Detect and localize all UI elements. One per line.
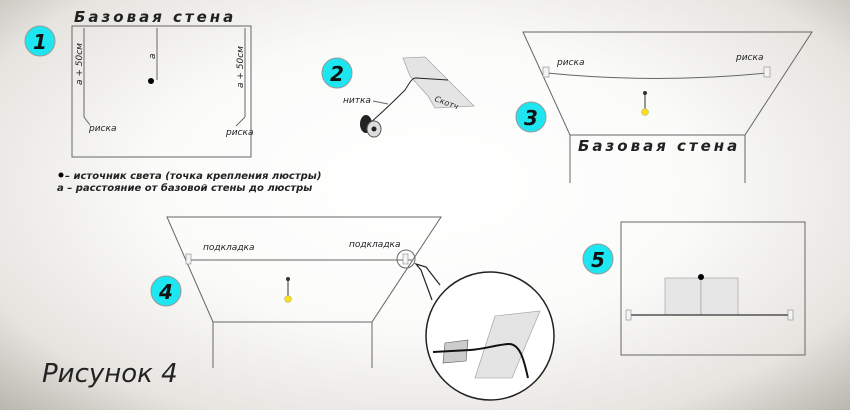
- room-outline-4: [166, 216, 442, 368]
- panel-5: 5: [582, 221, 806, 356]
- lamp-icon: [284, 295, 292, 303]
- lamp-icon: [641, 108, 649, 116]
- mark-right-label-3: риска: [735, 53, 763, 63]
- thread-label: нитка: [343, 96, 371, 106]
- panel-3-title: Базовая стена: [578, 137, 740, 155]
- badge-2-number: 2: [330, 62, 344, 86]
- tape-piece: [402, 56, 475, 109]
- legend-light-source: – источник света (точка крепления люстры…: [65, 171, 321, 182]
- room-outline: [71, 25, 252, 158]
- zoom-arrow: [414, 262, 441, 301]
- badge-5: [582, 243, 614, 275]
- badge-1: [24, 25, 56, 57]
- spool-icon: [360, 115, 382, 138]
- panel-1: 1 Базовая стена а + 50см а + 50см а риск…: [24, 8, 321, 194]
- badge-4: [150, 275, 182, 307]
- badge-1-number: 1: [33, 30, 47, 54]
- legend-distance: а – расстояние от базовой стены до люстр…: [57, 182, 312, 194]
- thread: [369, 77, 449, 124]
- room-outline-3: [522, 31, 813, 183]
- panel-2: 2 Скотч нитка: [321, 56, 475, 138]
- figure-caption: Рисунок 4: [42, 359, 178, 389]
- zoom-target-circle: [396, 249, 416, 269]
- badge-2: [321, 57, 353, 89]
- pad-right-label: подкладка: [349, 240, 401, 250]
- pad-left-label: подкладка: [203, 243, 255, 253]
- badge-3-number: 3: [524, 106, 538, 130]
- light-source-dot-5: [698, 274, 704, 280]
- light-source-dot: [148, 78, 154, 84]
- legend-dot-icon: [58, 172, 64, 178]
- wall-outline-5: [620, 221, 806, 356]
- mark-left-label-3: риска: [556, 58, 584, 68]
- panel-3: 3 риска риска Базовая стена: [515, 31, 813, 183]
- badge-3: [515, 101, 547, 133]
- badge-4-number: 4: [158, 280, 173, 304]
- label-a50-right: а + 50см: [236, 46, 246, 88]
- mark-right-label: риска: [225, 128, 253, 138]
- badge-5-number: 5: [591, 248, 605, 272]
- panel-4: 4 подкладка подкладка: [150, 216, 555, 401]
- label-a: а: [148, 53, 158, 59]
- panel-1-title: Базовая стена: [74, 8, 236, 26]
- label-a50-left: а + 50см: [75, 43, 85, 85]
- mark-left-label: риска: [88, 124, 116, 134]
